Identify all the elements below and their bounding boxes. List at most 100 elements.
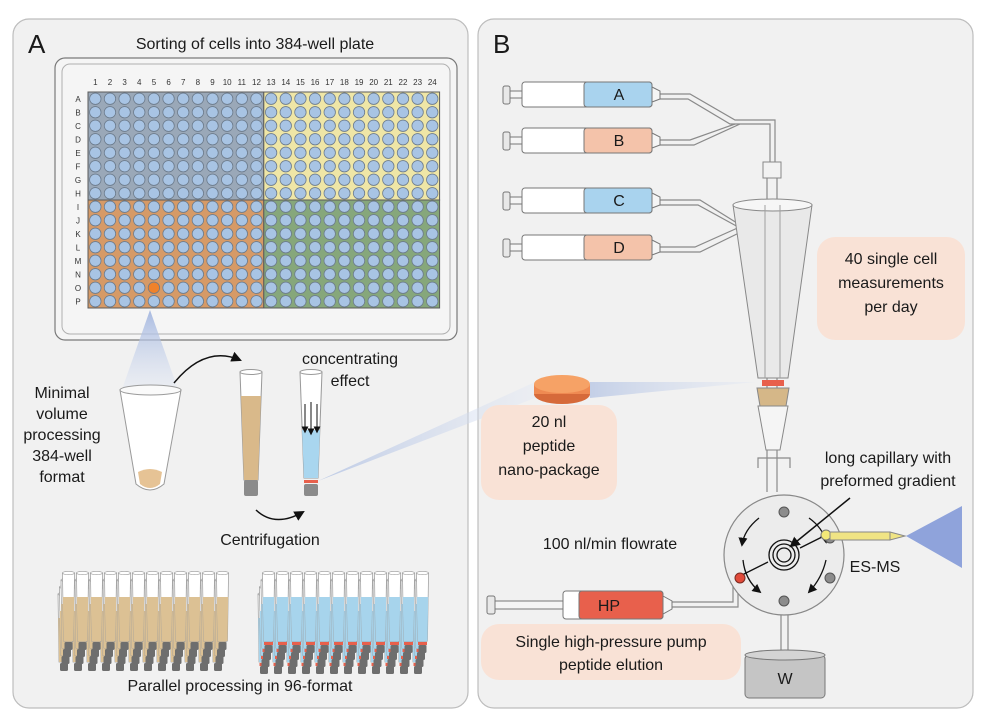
well: [235, 173, 248, 186]
well: [367, 187, 380, 200]
well: [411, 92, 424, 105]
well: [221, 92, 234, 105]
well: [411, 227, 424, 240]
well: [294, 92, 307, 105]
well: [177, 106, 190, 119]
well: [294, 214, 307, 227]
well: [235, 187, 248, 200]
well: [265, 254, 278, 267]
well-zoom-beam: [120, 310, 180, 395]
well: [118, 92, 131, 105]
well: [250, 227, 263, 240]
well: [279, 119, 292, 132]
well: [250, 187, 263, 200]
well: [191, 133, 204, 146]
rack-tube: [118, 571, 131, 650]
well: [279, 160, 292, 173]
well: [352, 268, 366, 281]
well: [250, 92, 263, 105]
well: [147, 227, 161, 240]
measurements-callout: [817, 237, 965, 340]
well: [103, 268, 117, 281]
rack-tube: [374, 571, 387, 653]
well: [382, 146, 395, 159]
well: [103, 281, 117, 294]
well: [250, 173, 263, 186]
well: [367, 241, 380, 254]
well: [206, 295, 219, 308]
well: [191, 146, 204, 159]
well: [89, 254, 102, 267]
well: [411, 241, 424, 254]
well: [89, 146, 102, 159]
well: [411, 295, 424, 308]
well: [323, 106, 336, 119]
well: [294, 106, 307, 119]
well: [367, 295, 380, 308]
well: [279, 173, 292, 186]
well: [279, 200, 292, 213]
well: [118, 187, 131, 200]
well: [426, 92, 439, 105]
well: [265, 227, 278, 240]
column-label: 19: [355, 78, 364, 87]
well: [250, 200, 263, 213]
well: [308, 146, 322, 159]
svg-text:Minimal: Minimal: [34, 385, 89, 402]
well: [221, 227, 234, 240]
well: [221, 119, 234, 132]
well: [396, 160, 410, 173]
well: [133, 119, 146, 132]
well: [338, 173, 351, 186]
column-label: 23: [413, 78, 422, 87]
well: [191, 119, 204, 132]
row-label: K: [75, 230, 81, 239]
well: [206, 200, 219, 213]
well: [206, 227, 219, 240]
well: [323, 200, 336, 213]
row-label: M: [75, 257, 82, 266]
well: [177, 200, 190, 213]
well: [367, 227, 380, 240]
well: [162, 173, 175, 186]
rack-tube: [388, 571, 401, 653]
rack-tube: [146, 571, 159, 650]
well: [265, 106, 278, 119]
well: [367, 106, 380, 119]
row-label: A: [75, 95, 81, 104]
well: [382, 106, 395, 119]
well: [279, 92, 292, 105]
column-label: 6: [166, 78, 171, 87]
well: [118, 173, 131, 186]
well: [89, 281, 102, 294]
well: [382, 214, 395, 227]
panel-a-letter: A: [28, 29, 46, 59]
well: [338, 254, 351, 267]
well: [411, 281, 424, 294]
well: [191, 92, 204, 105]
well: [89, 119, 102, 132]
well: [323, 119, 336, 132]
well: [323, 295, 336, 308]
nano-package-beam: [318, 382, 535, 481]
well: [411, 160, 424, 173]
well: [103, 200, 117, 213]
well: [396, 281, 410, 294]
well: [279, 254, 292, 267]
well: [426, 173, 439, 186]
nano-package-label: 20 nl peptide nano-package: [498, 414, 600, 479]
well: [191, 295, 204, 308]
plate-quadrant-bottom-left: [87, 199, 265, 309]
well: [177, 187, 190, 200]
well: [279, 133, 292, 146]
well: [265, 241, 278, 254]
well: [235, 133, 248, 146]
svg-text:measurements: measurements: [838, 275, 944, 292]
well: [367, 146, 380, 159]
well: [118, 281, 131, 294]
well: [162, 295, 175, 308]
well: [367, 214, 380, 227]
well: [308, 268, 322, 281]
